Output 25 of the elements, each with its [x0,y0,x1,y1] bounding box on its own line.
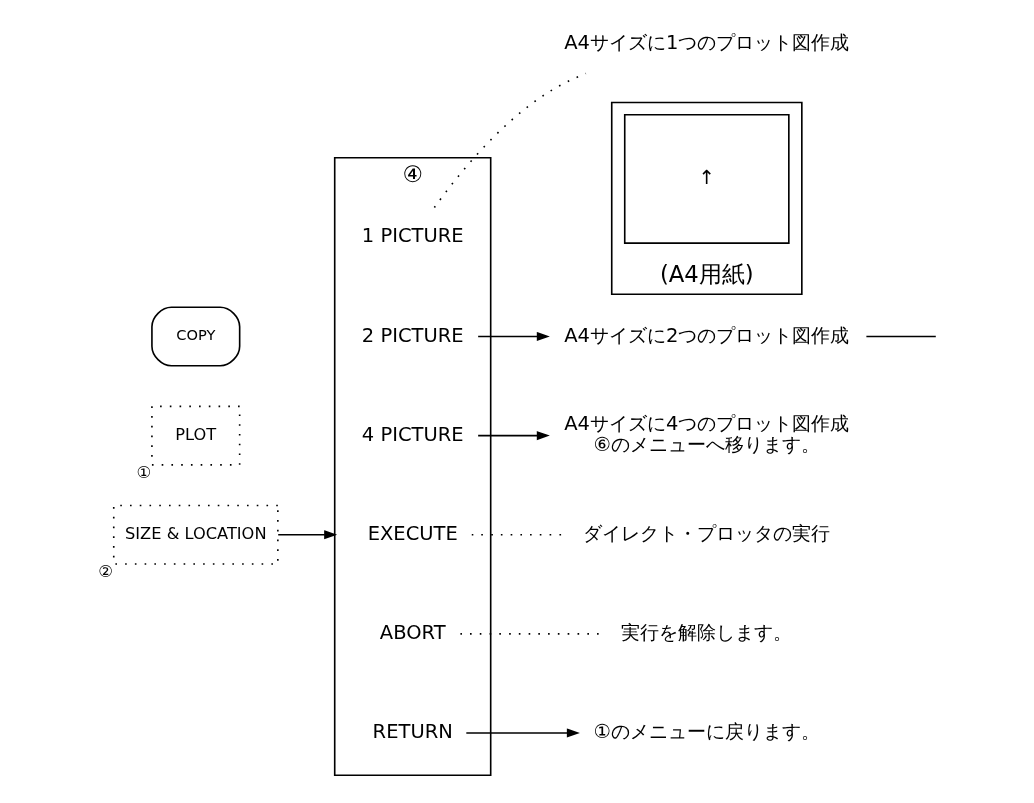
node-text: 1 PICTURE [361,224,464,248]
node-text: ABORT [379,620,446,644]
node-text: 実行を解除します。 [620,620,792,644]
node-box: PLOT [150,405,240,466]
cluster [610,101,803,296]
node-text: RETURN [372,719,453,743]
node-label: ② [97,561,113,581]
node-box: SIZE & LOCATION [112,504,279,565]
arrow [476,331,550,342]
arrow [276,530,337,540]
node-text: 4 PICTURE [361,422,464,446]
node-text: A4サイズに4つのプロット図作成 ⑥のメニューへ移ります。 [563,412,849,457]
node-text: ①のメニューに戻ります。 [593,719,820,743]
node-text: A4サイズに2つのプロット図作成 [563,323,849,347]
node-label: ① [136,462,151,482]
node-text: EXECUTE [367,521,458,545]
node-text: ダイレクト・プロッタの実行 [582,521,830,545]
node-label: (A4用紙) [659,260,754,287]
node-box: ↑ [623,113,790,244]
node-text: A4サイズに1つのプロット図作成 [563,31,849,55]
node-text: 2 PICTURE [361,323,464,347]
arrow [476,431,550,441]
node-box: COPY [150,306,240,367]
connector [865,335,937,338]
arrow [465,728,580,738]
